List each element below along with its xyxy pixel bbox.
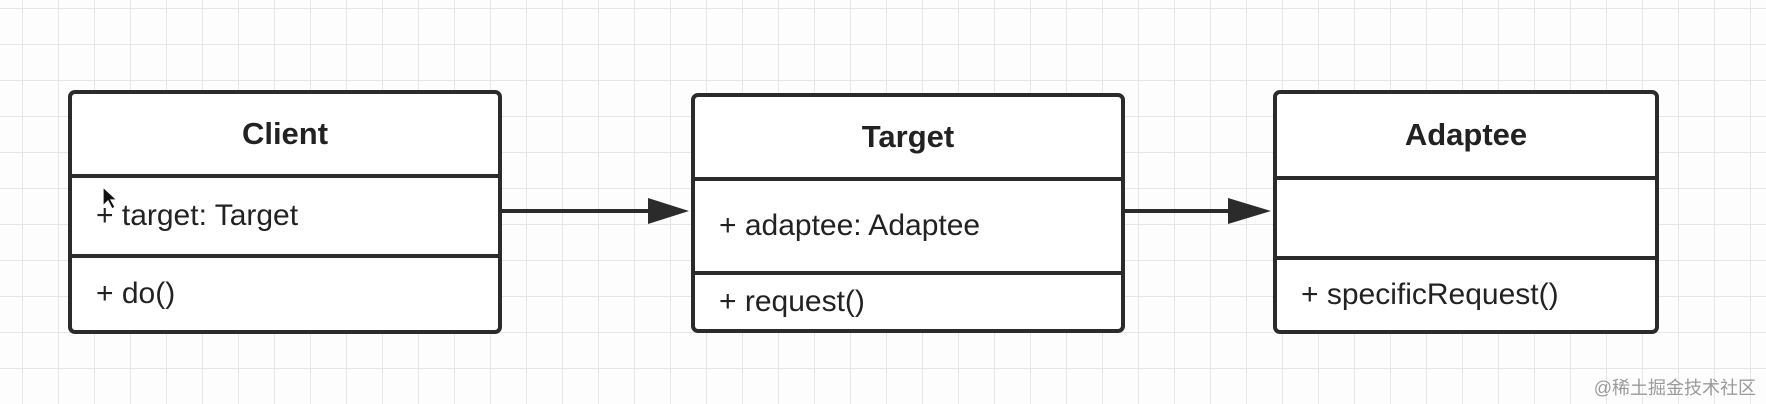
class-name: Adaptee — [1404, 117, 1528, 152]
association-client-target[interactable] — [502, 198, 689, 224]
class-client[interactable]: Client + target: Target + do() — [68, 90, 502, 334]
class-attribute: + target: Target — [72, 174, 498, 254]
class-name: Client — [241, 116, 329, 151]
class-method: + do() — [72, 254, 498, 330]
class-adaptee[interactable]: Adaptee + specificRequest() — [1273, 90, 1659, 334]
watermark: @稀土掘金技术社区 — [1593, 378, 1756, 398]
class-method: + specificRequest() — [1277, 256, 1655, 330]
class-target[interactable]: Target + adaptee: Adaptee + request() — [691, 93, 1125, 333]
association-target-adaptee[interactable] — [1125, 198, 1271, 224]
class-name: Target — [861, 119, 955, 154]
mouse-pointer-icon — [102, 186, 118, 210]
class-attribute: + adaptee: Adaptee — [695, 177, 1121, 271]
class-attribute — [1277, 176, 1655, 256]
class-method: + request() — [695, 271, 1121, 329]
